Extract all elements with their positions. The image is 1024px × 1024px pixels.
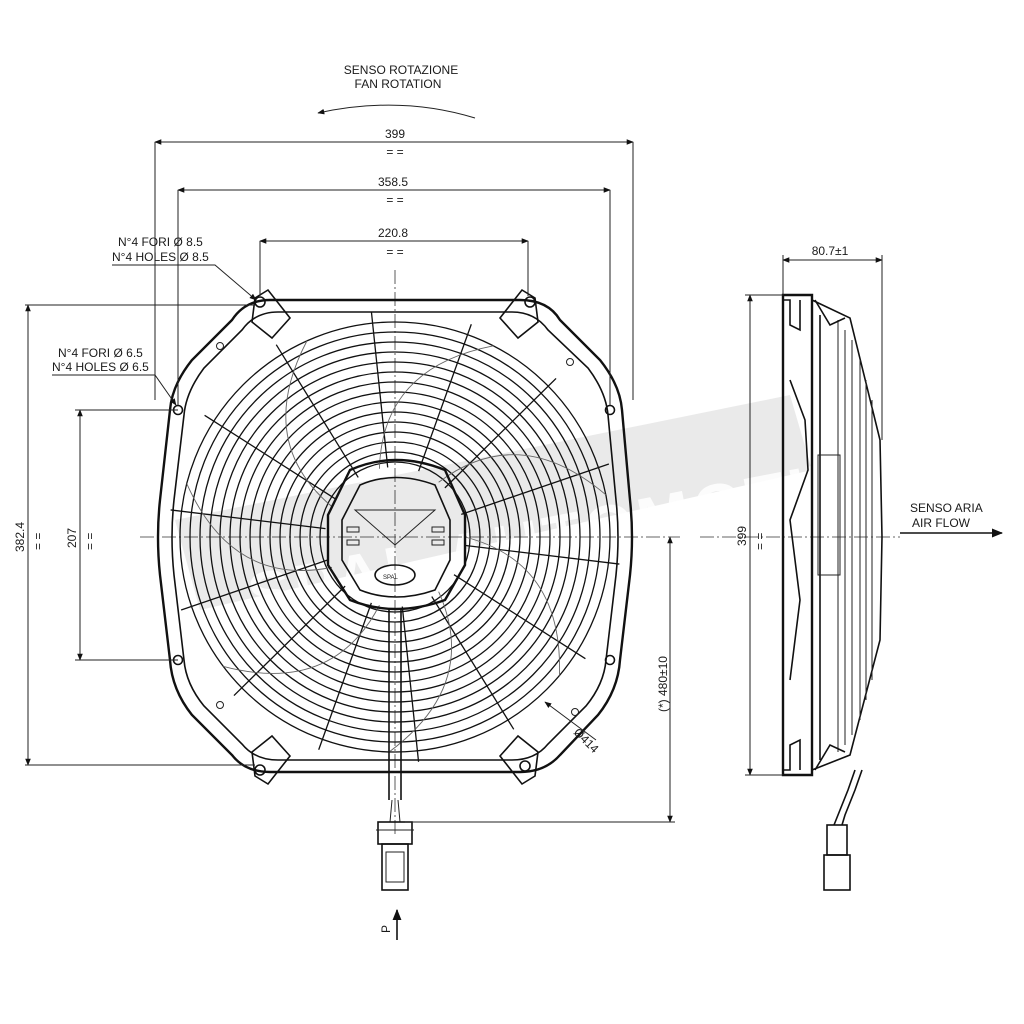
fan-blades (186, 340, 607, 753)
holes-large-it: N°4 FORI Ø 8.5 (118, 235, 203, 249)
dim-hole-span-inner: 220.8 (378, 226, 408, 240)
dim-depth: 80.7±1 (812, 244, 849, 258)
dim-overall-height: 382.4 (13, 522, 27, 552)
dim-equal-3: = = (386, 245, 403, 259)
front-dimensions: 399 = = 358.5 = = 220.8 = = 382.4 = = 20… (13, 127, 675, 823)
rotation-label-it: SENSO ROTAZIONE (344, 63, 458, 77)
holes-small-it: N°4 FORI Ø 6.5 (58, 346, 143, 360)
side-view (700, 293, 900, 891)
dim-overall-width: 399 (385, 127, 405, 141)
holes-small-en: N°4 HOLES Ø 6.5 (52, 360, 149, 374)
fan-housing-inner (171, 311, 619, 761)
rotation-indicator: SENSO ROTAZIONE FAN ROTATION (317, 63, 476, 119)
fan-grille (170, 312, 620, 762)
dim-grille-diameter: Ø414 (571, 725, 602, 756)
dim-hole-span-outer: 358.5 (378, 175, 408, 189)
connector (376, 821, 414, 891)
airflow-label-it: SENSO ARIA (910, 501, 983, 515)
dim-equal-2: = = (386, 193, 403, 207)
dim-equal-4: = = (31, 533, 45, 550)
dim-equal-1: = = (386, 145, 403, 159)
dim-equal-5: = = (83, 533, 97, 550)
motor-hub: SPAL (326, 458, 467, 611)
front-view: SPAL P (140, 270, 680, 940)
side-dimensions: 80.7±1 399 = = SENSO ARIA AIR FLOW (735, 244, 1004, 776)
dim-side-height: 399 (735, 526, 749, 546)
hub-brand: SPAL (383, 575, 399, 581)
connector-marker: P (379, 908, 402, 940)
p-label: P (379, 925, 393, 933)
rotation-label-en: FAN ROTATION (355, 77, 442, 91)
dim-hole-vertical: 207 (65, 528, 79, 548)
dim-equal-6: = = (753, 533, 767, 550)
cable (388, 608, 402, 823)
holes-large-en: N°4 HOLES Ø 8.5 (112, 250, 209, 264)
dim-cable-length: (*) 480±10 (656, 656, 670, 712)
airflow-label-en: AIR FLOW (912, 516, 971, 530)
